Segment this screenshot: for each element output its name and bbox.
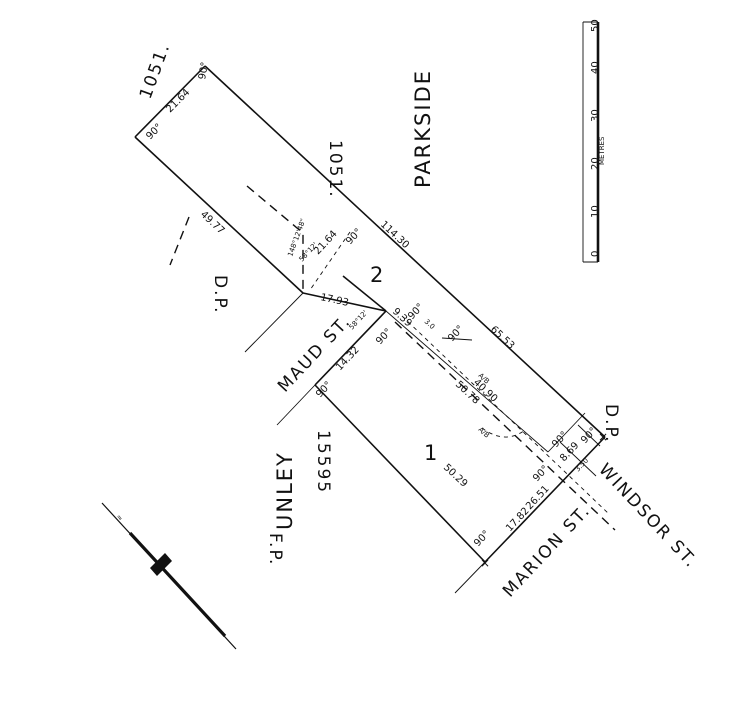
scale-tick-30: 30 xyxy=(590,109,601,122)
boundary-parcel2-wedge xyxy=(342,275,387,312)
easement-dash-long xyxy=(394,321,616,531)
marion-street-line xyxy=(454,561,486,594)
lot1-internal-line xyxy=(385,310,549,453)
marker-cross-windsor: × xyxy=(598,430,608,444)
maud-street-line xyxy=(276,384,316,426)
dim-17-93: 17.93 xyxy=(319,292,349,309)
dp-number-top: 1051. xyxy=(136,40,175,102)
north-arrow: ≈ xyxy=(101,502,237,650)
angle-90-d: 90° xyxy=(374,327,394,347)
dim-3-50: 3.50 xyxy=(574,457,590,474)
dp-dashed-left xyxy=(169,216,190,266)
dim-49-77: 49.77 xyxy=(198,209,226,237)
dim-14-32: 14.32 xyxy=(334,345,362,373)
dim-17-82: 17.82 xyxy=(504,506,532,534)
dim-65-53: 65.53 xyxy=(488,324,516,352)
scale-tick-40: 40 xyxy=(590,61,601,74)
angle-90-i: 90° xyxy=(472,529,492,549)
boundary-marion-frontage xyxy=(484,436,606,563)
boundary-top-edge xyxy=(134,65,206,138)
dimension-leader xyxy=(441,337,473,341)
allotment-1-label: 1 xyxy=(424,441,439,465)
allotment-2-label: 2 xyxy=(370,263,385,287)
marker-cross-marion: × xyxy=(480,556,490,570)
dim-21-64-top: 21.64 xyxy=(164,87,192,115)
fp-label: F.P. xyxy=(265,533,285,566)
dp-number-right: 1051. xyxy=(325,140,345,199)
dim-58-12-b: 58°12' xyxy=(348,309,370,332)
dp-label-left: D.P. xyxy=(210,275,230,315)
street-windsor-label: WINDSOR ST. xyxy=(594,460,701,573)
angle-90-f: 90° xyxy=(446,324,466,344)
scale-tick-0: 0 xyxy=(590,251,601,257)
windsor-corner-line xyxy=(559,441,597,477)
street-maud-label: MAUD ST. xyxy=(274,311,355,396)
area-unley-label: UNLEY xyxy=(273,451,297,530)
scale-unit-label: METRES xyxy=(598,136,606,165)
boundary-maud-frontage xyxy=(314,310,387,386)
easement-tag-2: A/B xyxy=(477,426,491,440)
angle-90-c: 90° xyxy=(344,227,364,247)
scale-bar: 0 10 20 30 40 50 METRES xyxy=(582,19,606,263)
survey-markers: × × xyxy=(480,430,608,570)
boundary-lot1-south-west xyxy=(314,384,486,563)
boundary-north-east-edge xyxy=(204,65,606,438)
maud-street-line-north xyxy=(244,292,304,353)
scale-tick-50: 50 xyxy=(590,19,601,32)
scale-tick-10: 10 xyxy=(590,205,601,218)
north-arrow-head xyxy=(150,553,172,576)
north-arrow-mark: ≈ xyxy=(115,513,125,523)
north-arrow-heavy xyxy=(128,531,227,638)
dim-3-0: 3.0 xyxy=(423,318,437,331)
easement-dash-short xyxy=(309,231,351,291)
angle-90-b: 90° xyxy=(197,61,211,80)
area-parkside-label: PARKSIDE xyxy=(411,69,435,188)
scale-tick-20: 20 xyxy=(590,157,601,170)
lot1-corner-line xyxy=(547,412,586,453)
parcel-boundaries xyxy=(134,65,606,594)
dim-114-30: 114.30 xyxy=(378,219,411,251)
boundary-south-west-edge xyxy=(134,136,304,294)
boundary-parcel2-south xyxy=(302,292,387,312)
corner-splay-line xyxy=(577,424,601,447)
dp-label-right: D.P. xyxy=(601,404,621,444)
dim-50-29: 50.29 xyxy=(441,462,469,490)
fp-number: 15595 xyxy=(313,430,333,494)
dp-dashed-outline xyxy=(246,185,304,293)
easement-arc xyxy=(481,427,526,438)
easement-lines xyxy=(169,185,616,531)
